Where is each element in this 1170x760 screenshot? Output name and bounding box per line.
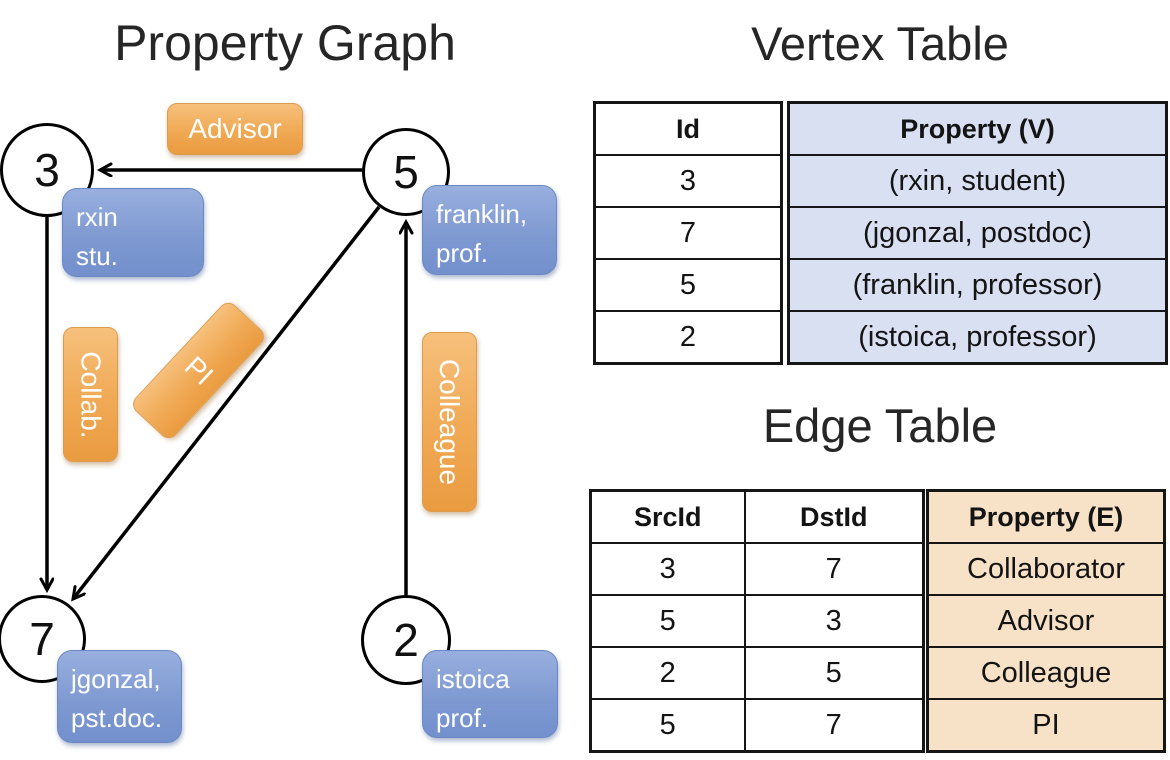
vertex-property-line: prof. bbox=[436, 703, 489, 733]
edge-table-header-property: Property (E) bbox=[926, 489, 1166, 544]
vertex-property-line: prof. bbox=[436, 238, 489, 268]
vertex-id-cell: 3 bbox=[593, 154, 783, 208]
vertex-id-cell: 7 bbox=[593, 206, 783, 260]
vertex-property-line: franklin, bbox=[436, 199, 528, 229]
vertex-node-2-id: 2 bbox=[393, 614, 419, 666]
edge-property-cell: Collaborator bbox=[926, 542, 1166, 596]
edge-dst-cell: 7 bbox=[743, 698, 925, 753]
vertex-property-box-jgonzal: jgonzal, pst.doc. bbox=[57, 650, 182, 743]
vertex-property-box-franklin: franklin, prof. bbox=[422, 185, 557, 275]
edge-table-header-srcid: SrcId bbox=[589, 489, 746, 544]
edge-table-title: Edge Table bbox=[762, 399, 998, 452]
edge-label-text: Colleague bbox=[434, 358, 466, 486]
edge-src-cell: 5 bbox=[589, 698, 746, 753]
vertex-node-7-id: 7 bbox=[29, 613, 55, 665]
vertex-property-cell: (franklin, professor) bbox=[787, 258, 1168, 312]
edge-property-cell: Advisor bbox=[926, 594, 1166, 648]
vertex-property-box-istoica: istoica prof. bbox=[422, 650, 558, 738]
edge-label-text: PI bbox=[178, 349, 220, 391]
edge-property-cell: PI bbox=[926, 698, 1166, 753]
edge-src-cell: 2 bbox=[589, 646, 746, 700]
edge-table-id-columns: SrcId DstId 3 7 5 3 2 5 5 7 bbox=[589, 489, 925, 753]
vertex-table-property-column: Property (V) (rxin, student) (jgonzal, p… bbox=[787, 101, 1168, 365]
edge-property-cell: Colleague bbox=[926, 646, 1166, 700]
vertex-property-line: rxin bbox=[76, 202, 118, 232]
graph-edges-canvas bbox=[0, 0, 585, 760]
vertex-property-box-rxin: rxin stu. bbox=[62, 188, 204, 277]
graph-title: Property Graph bbox=[114, 15, 456, 71]
edge-label-colleague: Colleague bbox=[422, 332, 477, 512]
vertex-id-cell: 5 bbox=[593, 258, 783, 312]
edge-src-cell: 5 bbox=[589, 594, 746, 648]
edge-label-advisor: Advisor bbox=[167, 103, 303, 155]
vertex-table-id-column: Id 3 7 5 2 bbox=[593, 101, 783, 365]
vertex-node-2: 2 bbox=[361, 595, 451, 685]
vertex-property-cell: (rxin, student) bbox=[787, 154, 1168, 208]
vertex-node-3-id: 3 bbox=[34, 144, 60, 196]
vertex-property-cell: (jgonzal, postdoc) bbox=[787, 206, 1168, 260]
edge-label-collab: Collab. bbox=[63, 327, 118, 462]
vertex-property-line: jgonzal, bbox=[71, 664, 161, 694]
edge-pi-5-to-7 bbox=[73, 205, 381, 599]
edge-table-property-column: Property (E) Collaborator Advisor Collea… bbox=[926, 489, 1166, 753]
edge-src-cell: 3 bbox=[589, 542, 746, 596]
vertex-property-line: istoica bbox=[436, 664, 510, 694]
vertex-id-cell: 2 bbox=[593, 310, 783, 365]
edge-table-header-dstid: DstId bbox=[743, 489, 925, 544]
property-graph-panel: Property Graph 3 5 7 2 rxin stu. frankli… bbox=[0, 0, 585, 760]
vertex-table-header-id: Id bbox=[593, 101, 783, 156]
vertex-table-title: Vertex Table bbox=[751, 17, 1009, 70]
edge-label-text: Advisor bbox=[188, 113, 282, 144]
vertex-node-5-id: 5 bbox=[393, 146, 419, 198]
edge-dst-cell: 3 bbox=[743, 594, 925, 648]
vertex-property-cell: (istoica, professor) bbox=[787, 310, 1168, 365]
edge-dst-cell: 5 bbox=[743, 646, 925, 700]
vertex-property-line: pst.doc. bbox=[71, 703, 163, 733]
edge-dst-cell: 7 bbox=[743, 542, 925, 596]
vertex-property-line: stu. bbox=[76, 241, 118, 271]
vertex-table-header-property: Property (V) bbox=[787, 101, 1168, 156]
edge-label-text: Collab. bbox=[75, 350, 107, 439]
vertex-node-5: 5 bbox=[362, 128, 450, 216]
